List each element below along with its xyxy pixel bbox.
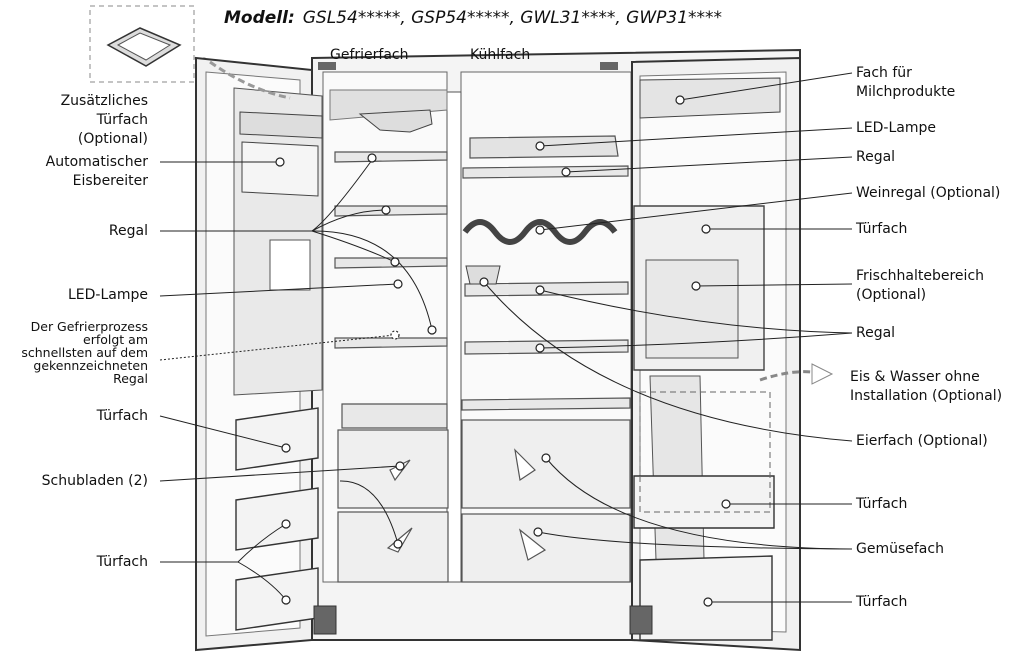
label-door-bin-right-mid: Türfach xyxy=(856,496,908,512)
label-shelf-right-mid: Regal xyxy=(856,325,896,341)
label-fresh-zone: Frischhaltebereich (Optional) xyxy=(856,267,1006,305)
model-line: Modell: GSL54*****, GSP54*****, GWL31****… xyxy=(224,8,722,28)
leader-lines xyxy=(159,72,853,603)
label-shelf-left: Regal xyxy=(108,223,148,239)
label-freeze-note-line4: gekennzeichneten xyxy=(33,358,148,373)
label-wine-rack: Weinregal (Optional) xyxy=(856,185,1001,201)
label-fresh-zone-line1: Frischhaltebereich xyxy=(856,268,985,284)
label-dairy-line2: Milchprodukte xyxy=(856,84,956,100)
label-vegetable: Gemüsefach xyxy=(856,541,944,557)
label-extra-door-bin: Zusätzliches Türfach (Optional) xyxy=(30,92,148,149)
label-freeze-note-line1: Der Gefrierprozess xyxy=(30,319,148,334)
optional-bin-arrow xyxy=(209,60,291,100)
label-fresh-zone-line2: (Optional) xyxy=(856,287,927,303)
fridge-heading: Kühlfach xyxy=(470,47,531,63)
label-dairy-line1: Fach für xyxy=(856,65,912,81)
fridge-shelves xyxy=(461,135,631,411)
label-freeze-note: Der Gefrierprozess erfolgt am schnellste… xyxy=(10,320,148,385)
label-led-left: LED-Lampe xyxy=(68,287,148,303)
label-door-bin-right-bottom: Türfach xyxy=(856,594,908,610)
label-ice-maker-line1: Automatischer xyxy=(45,154,148,170)
label-ice-maker-line2: Eisbereiter xyxy=(72,173,148,189)
freezer-door xyxy=(195,56,323,652)
label-ice-water-line1: Eis & Wasser ohne xyxy=(850,369,980,385)
freezer-shelves xyxy=(334,151,448,429)
label-shelf-right-top: Regal xyxy=(856,149,896,165)
label-door-bin-right-top: Türfach xyxy=(856,221,908,237)
label-extra-door-bin-line1: Zusätzliches xyxy=(60,93,148,109)
callout-points xyxy=(275,95,731,607)
label-egg-tray: Eierfach (Optional) xyxy=(856,433,988,449)
label-drawers: Schubladen (2) xyxy=(41,473,148,489)
label-led-right: LED-Lampe xyxy=(856,120,936,136)
freezer-drawers xyxy=(337,429,449,583)
label-freeze-note-line5: Regal xyxy=(113,371,148,386)
label-dairy: Fach für Milchprodukte xyxy=(856,64,1006,102)
label-door-bin-left-a: Türfach xyxy=(96,408,148,424)
label-freeze-note-line3: schnellsten auf dem xyxy=(21,345,148,360)
crisper-drawers xyxy=(461,419,631,583)
model-numbers: GSL54*****, GSP54*****, GWL31****, GWP31… xyxy=(302,8,723,28)
wine-rack-shape xyxy=(462,219,618,245)
label-door-bin-left-b: Türfach xyxy=(96,554,148,570)
label-ice-water-line2: Installation (Optional) xyxy=(850,388,1003,404)
label-ice-maker: Automatischer Eisbereiter xyxy=(30,153,148,191)
label-extra-door-bin-line2: Türfach (Optional) xyxy=(77,112,148,147)
egg-tray-shape xyxy=(465,265,501,285)
optional-door-bin-illustration xyxy=(89,5,206,83)
freezer-heading: Gefrierfach xyxy=(330,47,409,63)
label-ice-water: Eis & Wasser ohne Installation (Optional… xyxy=(850,368,1010,406)
feet xyxy=(313,605,653,635)
label-freeze-note-line2: erfolgt am xyxy=(83,332,148,347)
fridge-door xyxy=(631,56,834,652)
model-prefix: Modell: xyxy=(224,8,295,28)
ice-maker-top xyxy=(358,109,433,133)
